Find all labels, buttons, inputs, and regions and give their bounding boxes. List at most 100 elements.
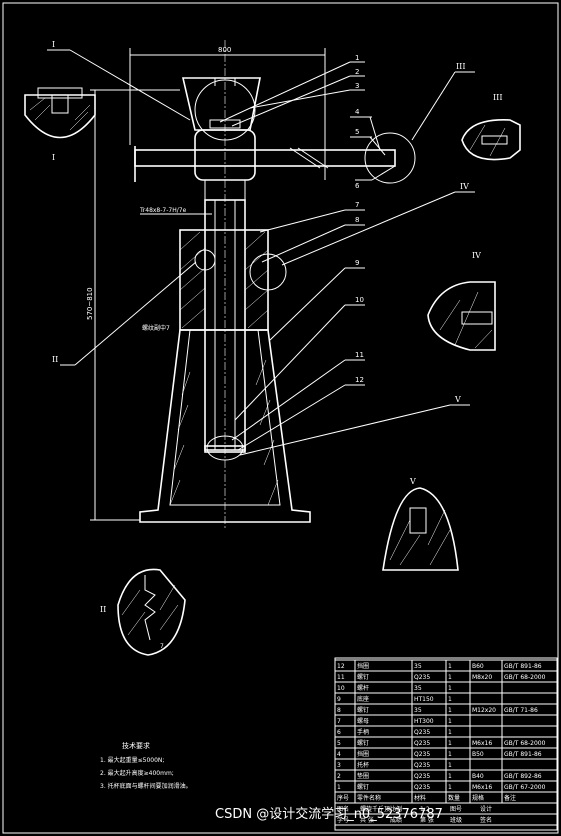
title-block-c4: 1:2 <box>420 806 430 813</box>
bom-row-material: Q235 <box>414 674 430 681</box>
bom-row-qty: 1 <box>448 740 452 747</box>
bom-row-no: 8 <box>337 707 341 714</box>
bom-row-spec: M8x20 <box>472 674 492 681</box>
detail-ii-dim: 7 <box>160 643 164 650</box>
bom-header-name: 零件名称 <box>357 794 381 802</box>
note-callout: 螺纹副中7 <box>142 324 170 332</box>
detail-circle-v <box>206 435 244 461</box>
bom-row-no: 11 <box>337 674 345 681</box>
bom-row-name: 螺母 <box>357 717 369 725</box>
detail-view-i: I <box>24 87 96 162</box>
handle-bar <box>134 149 396 167</box>
base-hatching <box>169 359 279 506</box>
bom-header-std: 备注 <box>504 794 516 802</box>
bom-row-std: GB/T 891-86 <box>504 663 542 670</box>
bom-row-qty: 1 <box>448 685 452 692</box>
title-block-c7: 学号 <box>337 816 349 824</box>
detail-title-i: I <box>52 153 55 162</box>
bom-row-std: GB/T 892-86 <box>504 773 542 780</box>
detail-title-iv: IV <box>472 251 481 260</box>
title-block-c1: 图名 <box>337 805 349 813</box>
bom-row-no: 6 <box>337 729 341 736</box>
title-block-c3: 比例 <box>390 805 402 813</box>
bom-row-material: 35 <box>414 685 422 692</box>
bom-row-name: 挡圈 <box>357 662 369 670</box>
title-block-c10: 第 张 <box>420 816 434 824</box>
bom-row-material: Q235 <box>414 762 430 769</box>
bom-row-std: GB/T 891-86 <box>504 751 542 758</box>
callout-1: 1 <box>355 54 359 62</box>
bom-header-qty: 数量 <box>448 794 460 802</box>
thread-callout: Tr48x8-7-7H/7e <box>139 207 187 214</box>
bom-row-name: 底座 <box>357 695 369 703</box>
bom-header-spec: 规格 <box>472 794 484 802</box>
detail-view-v: V <box>382 477 459 571</box>
bom-row-material: Q235 <box>414 740 430 747</box>
technical-notes: 技术要求 1. 最大起重量≤5000N; 2. 最大起升高度≥400mm; 3.… <box>100 741 192 790</box>
notes-title: 技术要求 <box>122 741 150 750</box>
bom-row-qty: 1 <box>448 729 452 736</box>
bom-header-material: 材料 <box>414 794 426 802</box>
bom-row-no: 1 <box>337 784 341 791</box>
bom-row-name: 螺钉 <box>357 783 369 791</box>
title-block-c12: 签名 <box>480 816 492 824</box>
bom-row-name: 垫圈 <box>357 772 369 780</box>
bom-row-no: 3 <box>337 762 341 769</box>
bom-row-qty: 1 <box>448 696 452 703</box>
detail-label-iii: III <box>456 62 465 71</box>
bom-row-std: GB/T 68-2000 <box>504 740 546 747</box>
title-block-c9: 成绩 <box>390 816 402 824</box>
detail-title-v: V <box>409 477 416 486</box>
bom-row-no: 5 <box>337 740 341 747</box>
bom-row-material: 35 <box>414 663 422 670</box>
bom-row-qty: 1 <box>448 674 452 681</box>
bom-row-material: HT300 <box>414 718 434 725</box>
callout-8: 8 <box>355 216 359 224</box>
detail-view-iv: IV <box>427 251 496 351</box>
bom-row-name: 螺钉 <box>357 739 369 747</box>
title-block-c11: 班级 <box>450 816 462 824</box>
bom-header-no: 序号 <box>337 794 349 802</box>
watermark: CSDN @设计交流学习_n0_52376787 <box>215 806 443 822</box>
bom-row-name: 螺钉 <box>357 706 369 714</box>
bom-row-std: GB/T 67-2000 <box>504 784 546 791</box>
main-assembly-view: 800 Tr48x8-7-7H/7e <box>47 40 475 530</box>
bom-row-name: 手柄 <box>357 728 369 736</box>
note-2: 2. 最大起升高度≥400mm; <box>100 769 174 777</box>
callout-5: 5 <box>355 128 359 136</box>
detail-circle-iv <box>249 253 287 291</box>
title-block-c2: 螺旋千斤顶 <box>360 805 390 813</box>
note-3: 3. 托杯底面与螺杆间要加润滑油。 <box>100 782 192 790</box>
bom-row-std: GB/T 68-2000 <box>504 674 546 681</box>
bom-row-no: 10 <box>337 685 345 692</box>
bom-row-spec: B60 <box>472 663 484 670</box>
bom-row-std: GB/T 71-86 <box>504 707 538 714</box>
bom-row-spec: B50 <box>472 751 484 758</box>
bom-row-qty: 1 <box>448 784 452 791</box>
callout-10: 10 <box>355 296 364 304</box>
detail-title-ii: II <box>100 605 106 614</box>
bom-row-qty: 1 <box>448 751 452 758</box>
callout-2: 2 <box>355 68 359 76</box>
bom-row-material: HT150 <box>414 696 434 703</box>
title-block-c6: 设计 <box>480 805 492 813</box>
detail-label-i: I <box>52 40 55 49</box>
nut <box>179 229 269 331</box>
bom-row-spec: M6x16 <box>472 740 492 747</box>
bom-row-name: 螺钉 <box>357 673 369 681</box>
title-block-c8: 共 张 <box>360 816 374 824</box>
detail-label-iv: IV <box>460 182 469 191</box>
callout-leaders <box>47 49 475 456</box>
title-block-c5: 图号 <box>450 806 462 813</box>
detail-circle-top <box>194 79 256 141</box>
bom-row-qty: 1 <box>448 773 452 780</box>
bom-row-material: Q235 <box>414 784 430 791</box>
callout-6: 6 <box>355 182 360 190</box>
bom-row-name: 挡圈 <box>357 750 369 758</box>
bom-row-qty: 1 <box>448 663 452 670</box>
bom-row-no: 12 <box>337 663 345 670</box>
detail-circle-ii <box>194 249 216 271</box>
